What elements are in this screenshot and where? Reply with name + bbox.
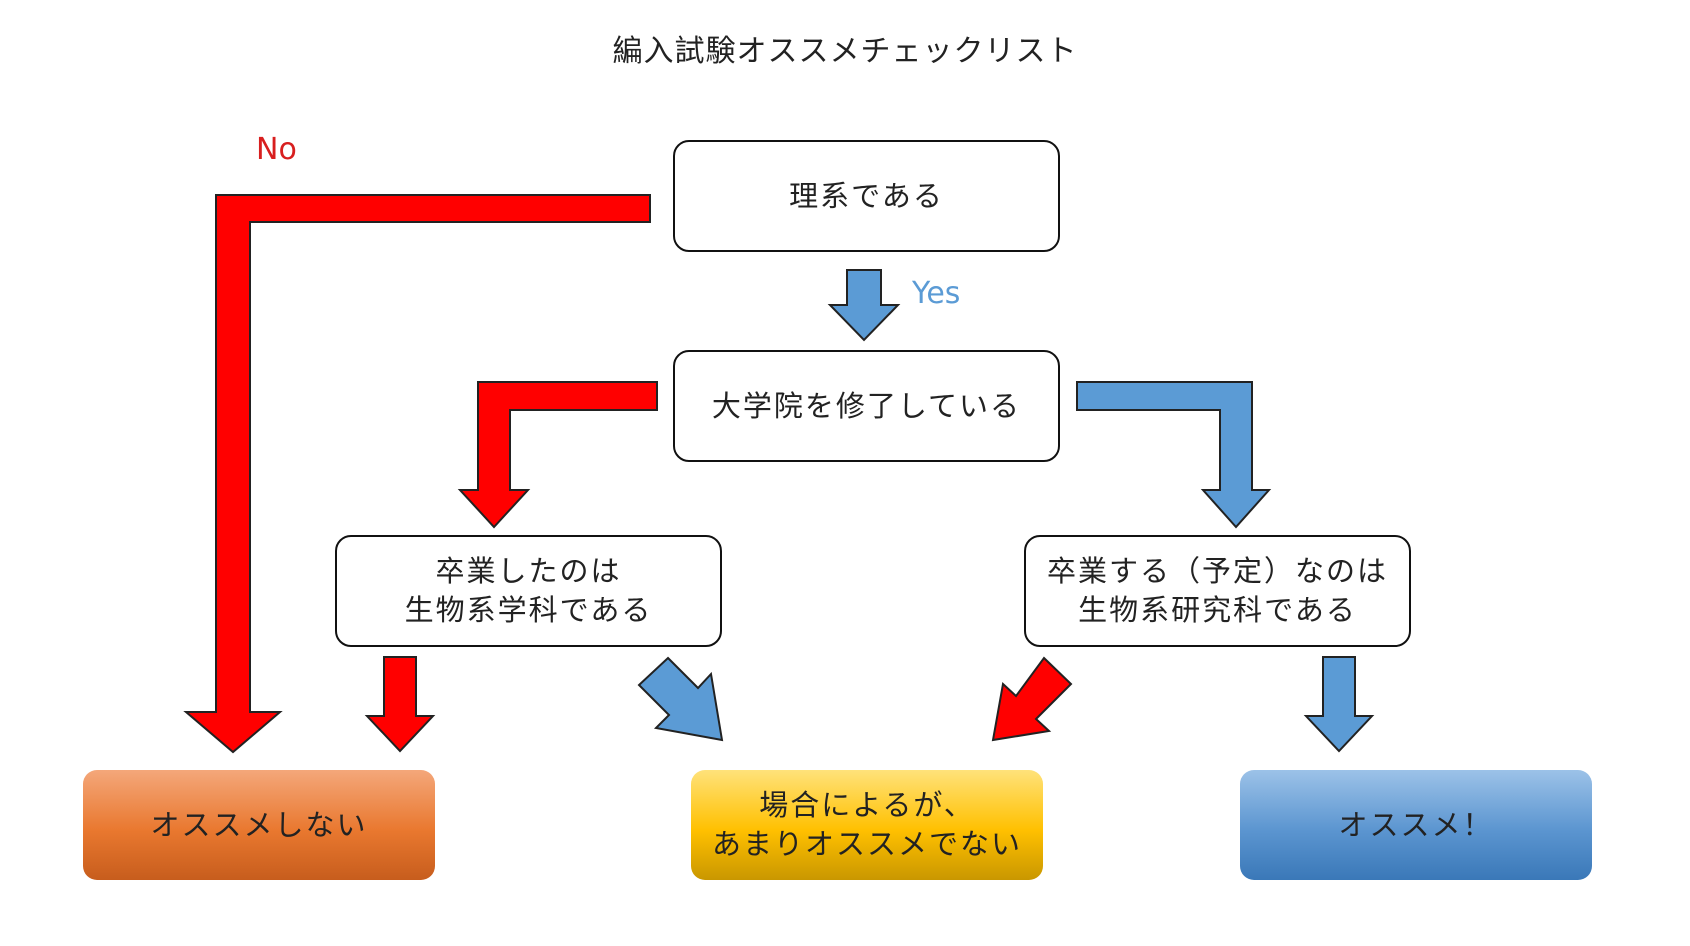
result-depends-line2: あまりオススメでない <box>711 827 1022 861</box>
node-bio-grad-line2: 生物系研究科である <box>1078 593 1357 627</box>
node-bio-dept-line1: 卒業したのは <box>435 554 622 589</box>
node-bio-dept: 卒業したのは 生物系学科である <box>335 535 722 647</box>
result-recommended-text: オススメ！ <box>1338 807 1494 842</box>
result-not-recommended-text: オススメしない <box>150 807 368 842</box>
yes-label: Yes <box>912 276 961 311</box>
no-label: No <box>256 132 297 167</box>
result-recommended: オススメ！ <box>1240 770 1592 880</box>
arrow-yes-grad <box>1076 381 1272 529</box>
arrow-yes-bio-dept <box>637 656 724 742</box>
node-bio-dept-line2: 生物系学科である <box>404 593 653 627</box>
diagram-title: 編入試験オススメチェックリスト <box>612 34 1078 69</box>
node-grad-school-text: 大学院を修了している <box>711 388 1022 423</box>
arrow-no-science <box>183 194 651 754</box>
node-science: 理系である <box>673 140 1060 252</box>
result-depends: 場合によるが、 あまりオススメでない <box>691 770 1043 880</box>
node-science-text: 理系である <box>789 178 944 213</box>
node-grad-school: 大学院を修了している <box>673 350 1060 462</box>
arrow-no-grad <box>457 381 658 529</box>
result-not-recommended: オススメしない <box>83 770 435 880</box>
arrow-no-bio-dept <box>364 656 436 753</box>
arrow-no-bio-grad <box>991 656 1073 742</box>
arrow-yes-bio-grad <box>1303 656 1375 753</box>
node-bio-grad-line1: 卒業する（予定）なのは <box>1046 554 1388 589</box>
arrow-yes-science <box>827 269 901 342</box>
result-depends-line1: 場合によるが、 <box>759 788 975 823</box>
node-bio-grad: 卒業する（予定）なのは 生物系研究科である <box>1024 535 1411 647</box>
